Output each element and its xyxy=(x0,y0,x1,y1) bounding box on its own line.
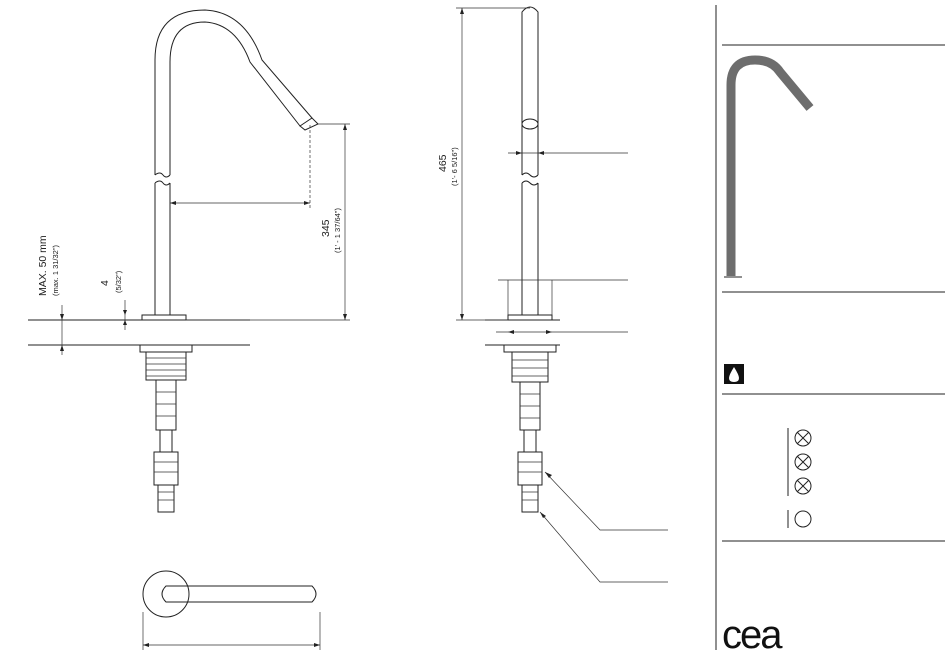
top-view xyxy=(143,571,320,650)
dim-max-mm: MAX. 50 mm xyxy=(37,235,49,296)
side-spout-outline xyxy=(522,7,538,175)
side-fixing-nut xyxy=(504,345,556,382)
side-view: 465 (1'- 6 5/16") xyxy=(437,7,668,582)
side-break-mark xyxy=(522,173,538,185)
dim-gap-inch: (5/32") xyxy=(114,270,123,293)
info-panel: cea xyxy=(716,5,945,655)
dim-height-mm: 345 xyxy=(320,219,332,237)
finish-symbol-crossed-1-icon xyxy=(795,430,811,446)
leader-hot-hose xyxy=(545,472,668,530)
front-base-plate xyxy=(142,315,186,320)
front-spout-outlet xyxy=(300,118,318,130)
dim-height-inch: (1' - 1 37/64") xyxy=(333,208,342,253)
product-silhouette xyxy=(731,60,810,276)
dim-max-inch: (max. 1 31/32") xyxy=(51,244,60,296)
side-hose-connector xyxy=(520,382,540,452)
front-hose-fitting xyxy=(154,452,178,512)
front-break-mark xyxy=(155,173,170,185)
leader-cold-hose xyxy=(540,512,668,582)
side-base-plate xyxy=(508,315,552,320)
side-lower-body xyxy=(522,183,538,315)
dim-side-height-mm: 465 xyxy=(437,154,449,172)
front-view: MAX. 50 mm (max. 1 31/32") 4 (5/32") 345… xyxy=(28,10,350,512)
side-hose-fitting xyxy=(518,452,542,512)
dim-gap-mm: 4 xyxy=(99,280,111,286)
front-fixing-nut xyxy=(140,345,192,380)
finish-symbol-crossed-2-icon xyxy=(795,454,811,470)
dim-side-height-inch: (1'- 6 5/16") xyxy=(450,147,459,186)
finish-symbol-open-icon xyxy=(795,511,811,527)
front-lower-body xyxy=(155,183,170,315)
top-view-base-circle xyxy=(143,571,189,617)
brand-logo: cea xyxy=(722,613,783,655)
top-view-spout xyxy=(162,586,316,602)
front-spout-outline xyxy=(155,10,312,175)
side-outlet-ring xyxy=(522,119,538,129)
finish-symbol-crossed-3-icon xyxy=(795,478,811,494)
